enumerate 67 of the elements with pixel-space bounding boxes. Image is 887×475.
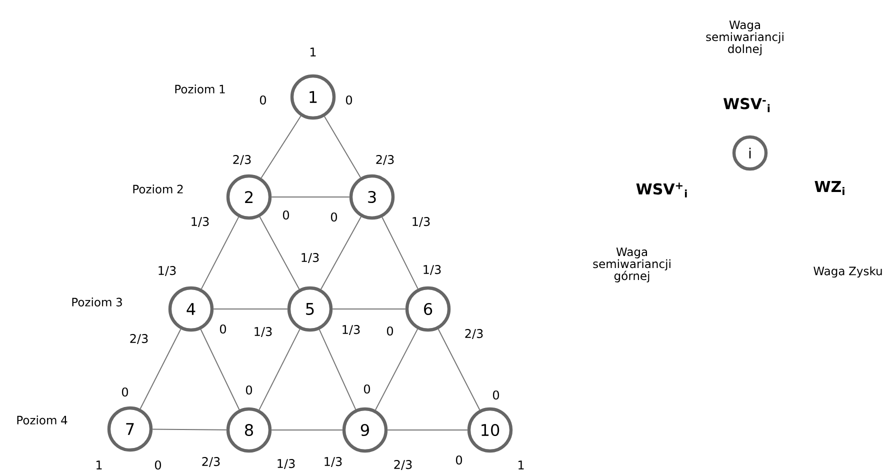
text-label: Poziom 3 — [72, 298, 122, 306]
connector-line — [213, 308, 288, 310]
circle-node: i — [732, 135, 768, 171]
circle-node: 4 — [168, 286, 214, 332]
connector-line — [259, 216, 300, 290]
connector-line — [382, 216, 418, 290]
text-label: Poziom 4 — [17, 416, 68, 424]
connector-line — [200, 216, 240, 290]
weight-symbol: WZ$_{i}$ — [814, 181, 844, 195]
text-label: Waga Zysku — [814, 266, 882, 278]
connector-line — [438, 328, 480, 410]
weight-value: 2/3 — [202, 457, 220, 468]
connector-line — [320, 216, 362, 290]
weight-value: 1 — [96, 460, 102, 470]
weight-value: 2/3 — [394, 460, 412, 470]
weight-value: 0 — [386, 326, 394, 336]
circle-node: 7 — [107, 406, 153, 452]
connector-line — [200, 328, 240, 410]
connector-line — [318, 329, 356, 410]
weight-value: 0 — [282, 210, 290, 220]
weight-value: 0 — [246, 385, 252, 395]
text-label: Waga semiwariancji górnej — [593, 248, 670, 282]
connector-line — [324, 116, 362, 178]
circle-node: 9 — [342, 407, 388, 453]
connector-line — [374, 328, 418, 410]
circle-node: 2 — [226, 174, 272, 220]
weight-value: 2/3 — [130, 334, 148, 344]
connector-line — [140, 328, 182, 410]
text-label: Poziom 2 — [133, 184, 183, 194]
weight-value: 1/3 — [192, 217, 209, 228]
weight-value: 1/3 — [254, 327, 272, 338]
connector-line — [271, 196, 350, 198]
circle-node: 1 — [290, 74, 336, 120]
weight-value: 0 — [154, 460, 162, 470]
weight-value: 2/3 — [465, 329, 483, 340]
weight-symbol: WSV$^{-}$i — [723, 98, 770, 112]
text-label: Poziom 1 — [175, 84, 225, 94]
weight-value: 2/3 — [376, 155, 394, 166]
weight-value: 1/3 — [302, 253, 319, 264]
connector-line — [152, 428, 227, 430]
circle-node: 5 — [287, 286, 333, 332]
weight-value: 1 — [310, 48, 316, 56]
weight-value: 0 — [122, 387, 128, 397]
connector-line — [258, 328, 300, 410]
circle-node: 8 — [226, 407, 272, 453]
weight-value: 1/3 — [342, 325, 360, 336]
weight-symbol: WSV$^{+}$i — [636, 182, 687, 198]
weight-value: 0 — [330, 212, 338, 222]
weight-value: 0 — [364, 384, 370, 394]
circle-node: 3 — [349, 174, 395, 220]
weight-value: 0 — [456, 455, 462, 465]
weight-value: 1/3 — [278, 459, 295, 470]
circle-node: 6 — [405, 286, 451, 332]
connector-line — [260, 116, 302, 178]
weight-value: 0 — [492, 390, 500, 400]
circle-node: 10 — [467, 407, 513, 453]
weight-value: 0 — [220, 324, 226, 334]
weight-value: 1/3 — [324, 457, 342, 468]
weight-value: 1/3 — [412, 217, 430, 228]
weight-value: 1/3 — [424, 265, 441, 276]
weight-value: 1/3 — [158, 266, 176, 276]
weight-value: 0 — [260, 95, 266, 105]
weight-value: 1 — [518, 460, 524, 470]
weight-value: 0 — [346, 95, 352, 105]
text-label: Waga semiwariancji dolnej — [706, 20, 784, 56]
connector-line — [332, 308, 406, 310]
weight-value: 2/3 — [233, 155, 251, 166]
